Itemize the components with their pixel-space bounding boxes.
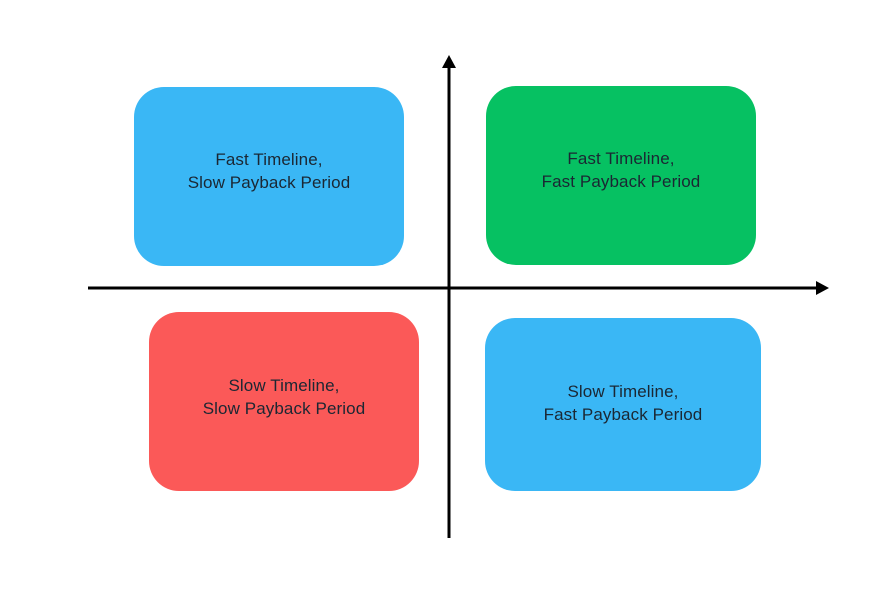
quadrant-top-left-label: Fast Timeline, Slow Payback Period — [187, 149, 351, 192]
quadrant-top-left[interactable]: Fast Timeline, Slow Payback Period — [134, 87, 404, 266]
quadrant-bottom-left-label: Slow Timeline, Slow Payback Period — [202, 375, 366, 418]
quadrant-top-right-label: Fast Timeline, Fast Payback Period — [541, 148, 701, 191]
quadrant-bottom-left[interactable]: Slow Timeline, Slow Payback Period — [149, 312, 419, 491]
quadrant-bottom-right-label: Slow Timeline, Fast Payback Period — [543, 381, 703, 424]
quadrant-bottom-right[interactable]: Slow Timeline, Fast Payback Period — [485, 318, 761, 491]
quadrant-top-right[interactable]: Fast Timeline, Fast Payback Period — [486, 86, 756, 265]
horizontal-axis-arrow-icon — [816, 281, 829, 295]
vertical-axis-arrow-icon — [442, 55, 456, 68]
